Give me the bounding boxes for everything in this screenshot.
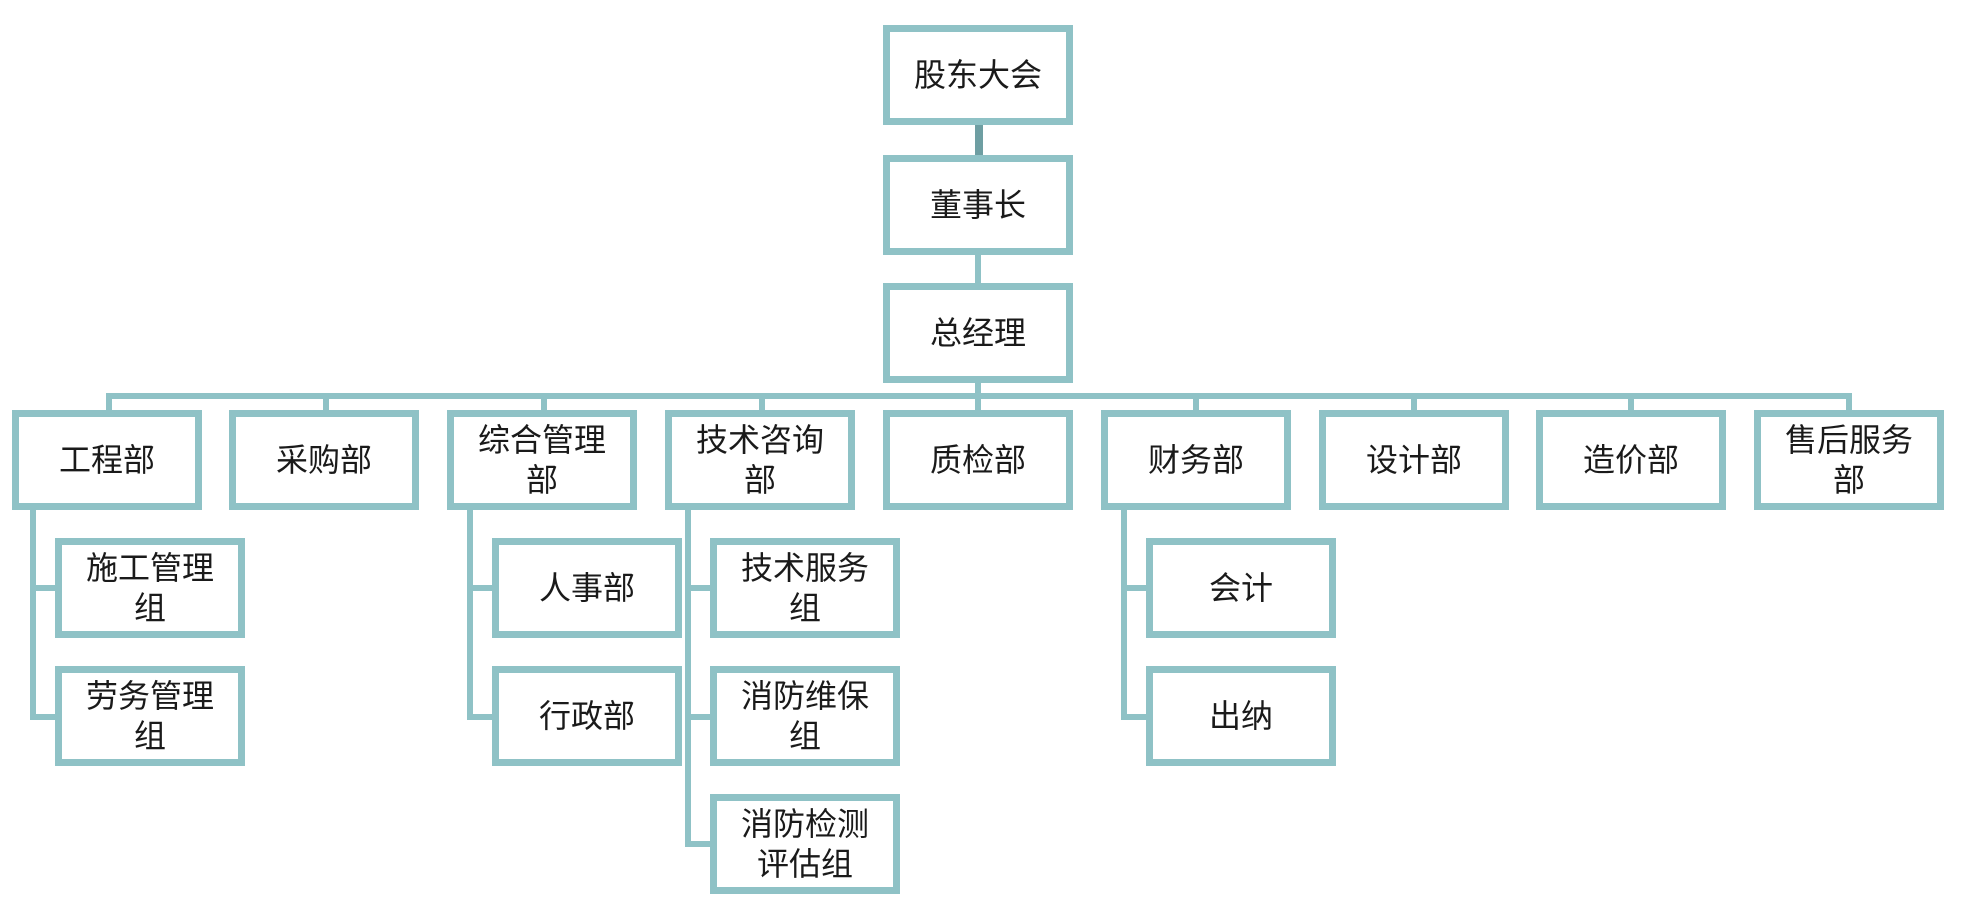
node-chairman: 董事长 (883, 155, 1073, 255)
node-after-sales: 售后服务部 (1754, 410, 1944, 510)
node-fire-inspection: 消防检测评估组 (710, 794, 900, 894)
connector-shareholders-chairman (975, 120, 983, 160)
connector-engineering-branch (30, 505, 36, 720)
connector-finance-branch (1121, 505, 1127, 720)
connector-drop-design (1411, 393, 1417, 411)
node-construction-mgmt-label: 施工管理组 (85, 549, 214, 627)
connector-general-admin-branch (467, 505, 473, 720)
connector-drop-quality (975, 393, 981, 411)
connector-admin (467, 714, 497, 720)
connector-fire-inspection (685, 841, 715, 847)
node-labor-mgmt: 劳务管理组 (55, 666, 245, 766)
node-finance-label: 财务部 (1147, 441, 1244, 479)
connector-drop-engineering (106, 393, 112, 411)
connector-drop-after-sales (1846, 393, 1852, 411)
node-general-admin: 综合管理部 (447, 410, 637, 510)
connector-gm-bus (975, 378, 981, 396)
node-design: 设计部 (1319, 410, 1509, 510)
node-hr: 人事部 (492, 538, 682, 638)
node-general-manager-label: 总经理 (929, 314, 1026, 352)
node-accounting: 会计 (1146, 538, 1336, 638)
node-cashier-label: 出纳 (1208, 697, 1273, 735)
connector-drop-finance (1193, 393, 1199, 411)
connector-labor-mgmt (30, 714, 60, 720)
node-quality-label: 质检部 (929, 441, 1026, 479)
connector-chairman-gm (975, 250, 981, 290)
connector-drop-tech-consulting (759, 393, 765, 411)
node-fire-maintenance: 消防维保组 (710, 666, 900, 766)
node-costing: 造价部 (1536, 410, 1726, 510)
node-procurement-label: 采购部 (275, 441, 372, 479)
node-cashier: 出纳 (1146, 666, 1336, 766)
node-quality: 质检部 (883, 410, 1073, 510)
node-labor-mgmt-label: 劳务管理组 (85, 677, 214, 755)
node-construction-mgmt: 施工管理组 (55, 538, 245, 638)
node-tech-consulting: 技术咨询部 (665, 410, 855, 510)
node-shareholders: 股东大会 (883, 25, 1073, 125)
node-costing-label: 造价部 (1582, 441, 1679, 479)
node-finance: 财务部 (1101, 410, 1291, 510)
connector-fire-maintenance (685, 714, 715, 720)
node-fire-maintenance-label: 消防维保组 (740, 677, 869, 755)
node-general-admin-label: 综合管理部 (477, 421, 606, 499)
node-tech-consulting-label: 技术咨询部 (695, 421, 824, 499)
node-tech-service-label: 技术服务组 (740, 549, 869, 627)
connector-tech-service (685, 585, 715, 591)
connector-tech-consulting-branch (685, 505, 691, 847)
node-admin-label: 行政部 (538, 697, 635, 735)
node-tech-service: 技术服务组 (710, 538, 900, 638)
node-accounting-label: 会计 (1208, 569, 1273, 607)
connector-accounting (1121, 585, 1151, 591)
connector-drop-general-admin (541, 393, 547, 411)
node-engineering-label: 工程部 (58, 441, 155, 479)
connector-drop-costing (1628, 393, 1634, 411)
node-design-label: 设计部 (1365, 441, 1462, 479)
node-hr-label: 人事部 (538, 569, 635, 607)
node-shareholders-label: 股东大会 (913, 56, 1042, 94)
node-procurement: 采购部 (229, 410, 419, 510)
node-admin: 行政部 (492, 666, 682, 766)
connector-cashier (1121, 714, 1151, 720)
connector-hr (467, 585, 497, 591)
node-general-manager: 总经理 (883, 283, 1073, 383)
connector-construction-mgmt (30, 585, 60, 591)
node-chairman-label: 董事长 (929, 186, 1026, 224)
node-engineering: 工程部 (12, 410, 202, 510)
node-fire-inspection-label: 消防检测评估组 (740, 805, 869, 883)
node-after-sales-label: 售后服务部 (1784, 421, 1913, 499)
connector-drop-procurement (323, 393, 329, 411)
